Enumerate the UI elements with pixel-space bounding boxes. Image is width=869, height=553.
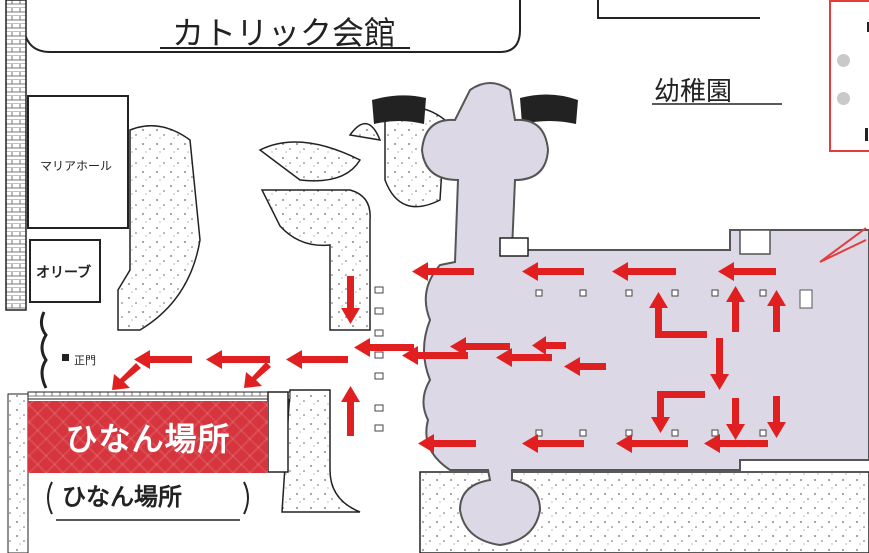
arrow	[767, 396, 786, 438]
callout-pointer	[819, 227, 867, 263]
callout-text-fragment	[865, 128, 868, 141]
main-gate-label: 正門	[74, 354, 96, 367]
arrow	[134, 350, 192, 369]
main-gate-marker	[62, 354, 69, 361]
kindergarten-outline	[597, 0, 760, 19]
callout-text-fragment	[867, 22, 869, 32]
garden-areas	[7, 105, 869, 553]
arrow	[532, 336, 566, 355]
evacuation-arrows	[112, 262, 786, 453]
gate-chain	[39, 311, 48, 389]
arrow	[726, 286, 745, 332]
arrow	[244, 362, 271, 388]
olive-building	[29, 239, 101, 303]
right-canopy	[520, 94, 578, 124]
road-edge	[27, 391, 291, 400]
maria-hall-label: マリアホール	[40, 159, 112, 173]
arrow	[496, 348, 552, 367]
arrow	[341, 276, 360, 324]
arrow	[767, 290, 786, 332]
arrow	[341, 386, 360, 436]
arrow	[354, 338, 414, 357]
evacuation-area-badge: ひなん場所	[28, 401, 268, 473]
arrow	[206, 350, 270, 369]
info-callout-box	[829, 0, 869, 152]
arrow	[710, 338, 729, 390]
church-pillars	[374, 286, 767, 437]
catholic-hall-label: カトリック会館	[172, 14, 396, 52]
arrow	[612, 262, 676, 281]
arrow	[649, 292, 707, 338]
catholic-hall-building	[23, 0, 521, 53]
arrow	[112, 363, 141, 390]
evac-label-brackets	[47, 481, 249, 515]
arrow	[286, 350, 348, 369]
maria-hall-building	[27, 95, 129, 229]
arrow	[412, 262, 474, 281]
arrow	[402, 346, 468, 365]
arrow	[726, 398, 745, 440]
kindergarten-label: 幼稚園	[654, 77, 732, 107]
gate-post	[267, 391, 289, 473]
left-canopy	[372, 95, 426, 124]
bullet-dot-icon	[837, 92, 850, 105]
west-wall	[5, 0, 27, 311]
olive-label: オリーブ	[36, 264, 91, 281]
arrow	[616, 434, 688, 453]
bullet-dot-icon	[837, 54, 850, 67]
arrow	[522, 434, 584, 453]
arrow	[450, 337, 510, 356]
arrow	[651, 391, 705, 433]
arrow	[704, 434, 768, 453]
evacuation-handwritten-label: ひなん場所	[62, 482, 182, 511]
arrow	[718, 262, 776, 281]
arrow	[418, 434, 476, 453]
arrow	[522, 262, 584, 281]
arrow	[564, 357, 606, 376]
church-building	[420, 82, 869, 547]
